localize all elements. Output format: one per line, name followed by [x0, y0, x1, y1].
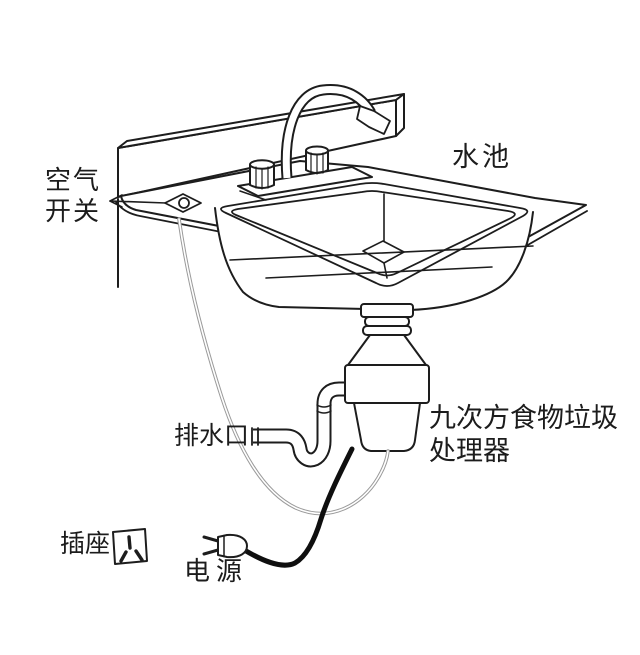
socket-label: 插座: [60, 529, 111, 558]
power-label: 电源: [184, 557, 249, 587]
disposer-label-line1: 九次方食物垃圾: [429, 403, 618, 434]
disposer-label-line2: 处理器: [429, 436, 510, 468]
disposer-icon: [344, 303, 430, 452]
disposer-neck: [347, 334, 427, 366]
socket-icon: [112, 528, 148, 565]
left-arrow-icon: [109, 194, 167, 208]
disposer-label: 九次方食物垃圾 处理器: [429, 402, 618, 469]
sink-bowl: [214, 182, 534, 311]
backsplash-panel: [117, 93, 405, 198]
drain-outlet-label: 排水口: [174, 421, 250, 450]
faucet-knob-right: [305, 145, 329, 175]
disposer-body: [344, 364, 430, 404]
power-plug-icon: [202, 533, 248, 559]
air-switch-button-icon: [164, 193, 202, 213]
air-switch-label-line1: 空气: [45, 166, 102, 196]
faucet-icon: [237, 84, 391, 201]
faucet-knob-left: [249, 159, 275, 190]
air-switch-label: 空气 开关: [45, 166, 101, 227]
disposer-mount-flange: [360, 303, 414, 318]
drain-trap-pipe: [251, 381, 349, 468]
faucet-spout: [280, 84, 391, 179]
air-switch-tube: [177, 217, 390, 516]
disposer-motor-housing: [353, 402, 421, 452]
sink-label: 水池: [452, 142, 512, 173]
air-switch-label-line2: 开关: [45, 196, 102, 227]
faucet-spout-tip: [356, 105, 391, 135]
